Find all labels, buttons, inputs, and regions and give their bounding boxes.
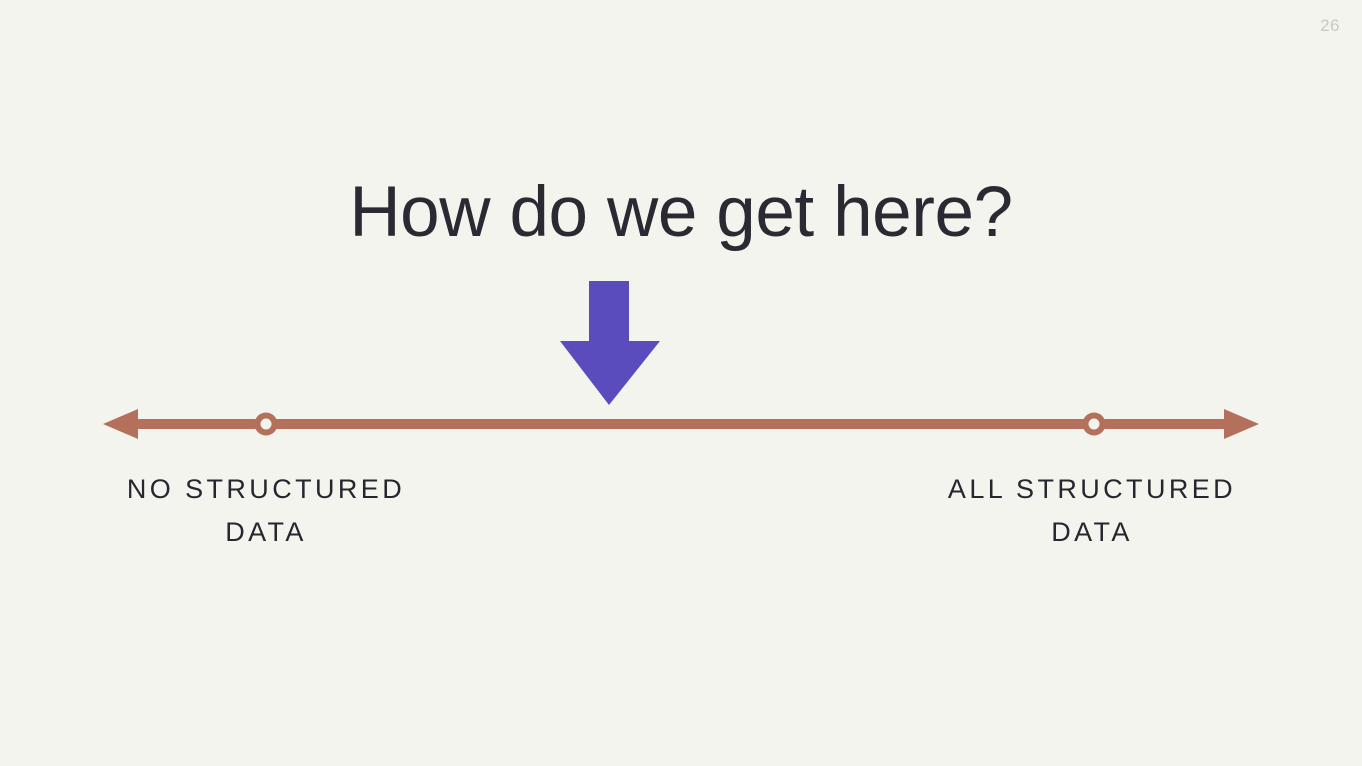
page-title: How do we get here?: [349, 173, 1013, 252]
page-number: 26: [1320, 16, 1340, 35]
axis-label-left-line2: DATA: [225, 517, 307, 547]
axis-label-left: NO STRUCTURED DATA: [16, 468, 516, 554]
axis-label-left-line1: NO STRUCTURED: [126, 474, 406, 504]
arrow-down-icon: [560, 281, 660, 405]
axis-label-right: ALL STRUCTURED DATA: [842, 468, 1342, 554]
axis-label-right-line1: ALL STRUCTURED: [947, 474, 1237, 504]
axis-label-right-line2: DATA: [1051, 517, 1133, 547]
spectrum-axis: [103, 409, 1259, 439]
